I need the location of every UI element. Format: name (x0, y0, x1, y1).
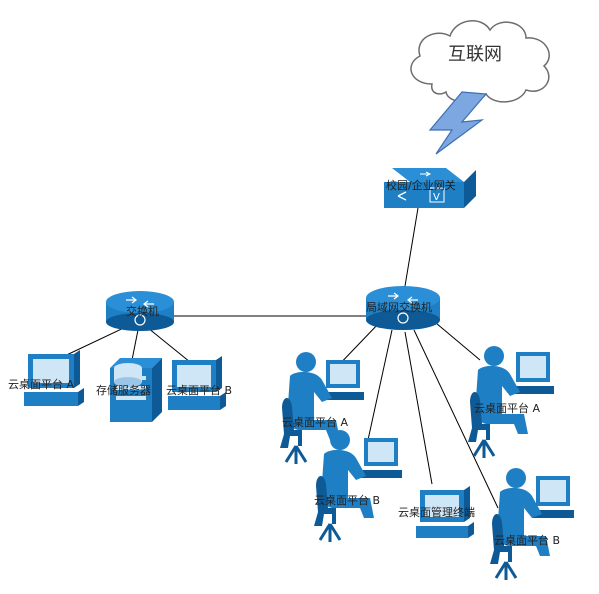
link-left-desktop-b (147, 327, 191, 363)
gateway-label: 校园/企业网关 (386, 178, 456, 192)
user-4-label: 云桌面平台 B (494, 533, 560, 547)
link-gateway-core (403, 207, 419, 293)
storage-server-icon: 存储服务器 (96, 358, 162, 422)
cloud-label: 互联网 (448, 44, 502, 65)
gateway-icon: V 校园/企业网关 (384, 168, 476, 208)
lightning-bolt-icon (428, 91, 488, 155)
core-switch-label: 局域网交换机 (366, 300, 432, 314)
connection-lines (55, 207, 499, 509)
desktop-a-label: 云桌面平台 A (8, 377, 74, 391)
left-switch-label: 交换机 (126, 304, 159, 318)
link-core-terminal (404, 331, 433, 485)
svg-text:V: V (433, 192, 440, 203)
internet-cloud-icon: 互联网 (410, 20, 550, 103)
desktop-b-computer-icon: 云桌面平台 B (166, 356, 232, 410)
link-core-user2 (367, 329, 393, 441)
user-3-workstation-icon: 云桌面平台 A (468, 346, 554, 458)
management-terminal-icon: 云桌面管理终端 (398, 486, 475, 538)
link-core-user4 (413, 329, 499, 509)
user-2-label: 云桌面平台 B (314, 493, 380, 507)
desktop-b-label: 云桌面平台 B (166, 383, 232, 397)
core-switch-icon: 局域网交换机 (366, 286, 440, 330)
user-1-label: 云桌面平台 A (282, 415, 348, 429)
user-4-workstation-icon: 云桌面平台 B (490, 468, 574, 580)
link-left-storage (131, 329, 139, 361)
link-core-user3 (429, 317, 481, 361)
user-1-workstation-icon: 云桌面平台 A (280, 352, 364, 464)
user-3-label: 云桌面平台 A (474, 401, 540, 415)
left-switch-icon: 交换机 (106, 291, 174, 331)
user-2-workstation-icon: 云桌面平台 B (314, 430, 402, 542)
terminal-label: 云桌面管理终端 (398, 505, 475, 519)
storage-label: 存储服务器 (96, 383, 151, 397)
desktop-a-computer-icon: 云桌面平台 A (8, 350, 84, 406)
